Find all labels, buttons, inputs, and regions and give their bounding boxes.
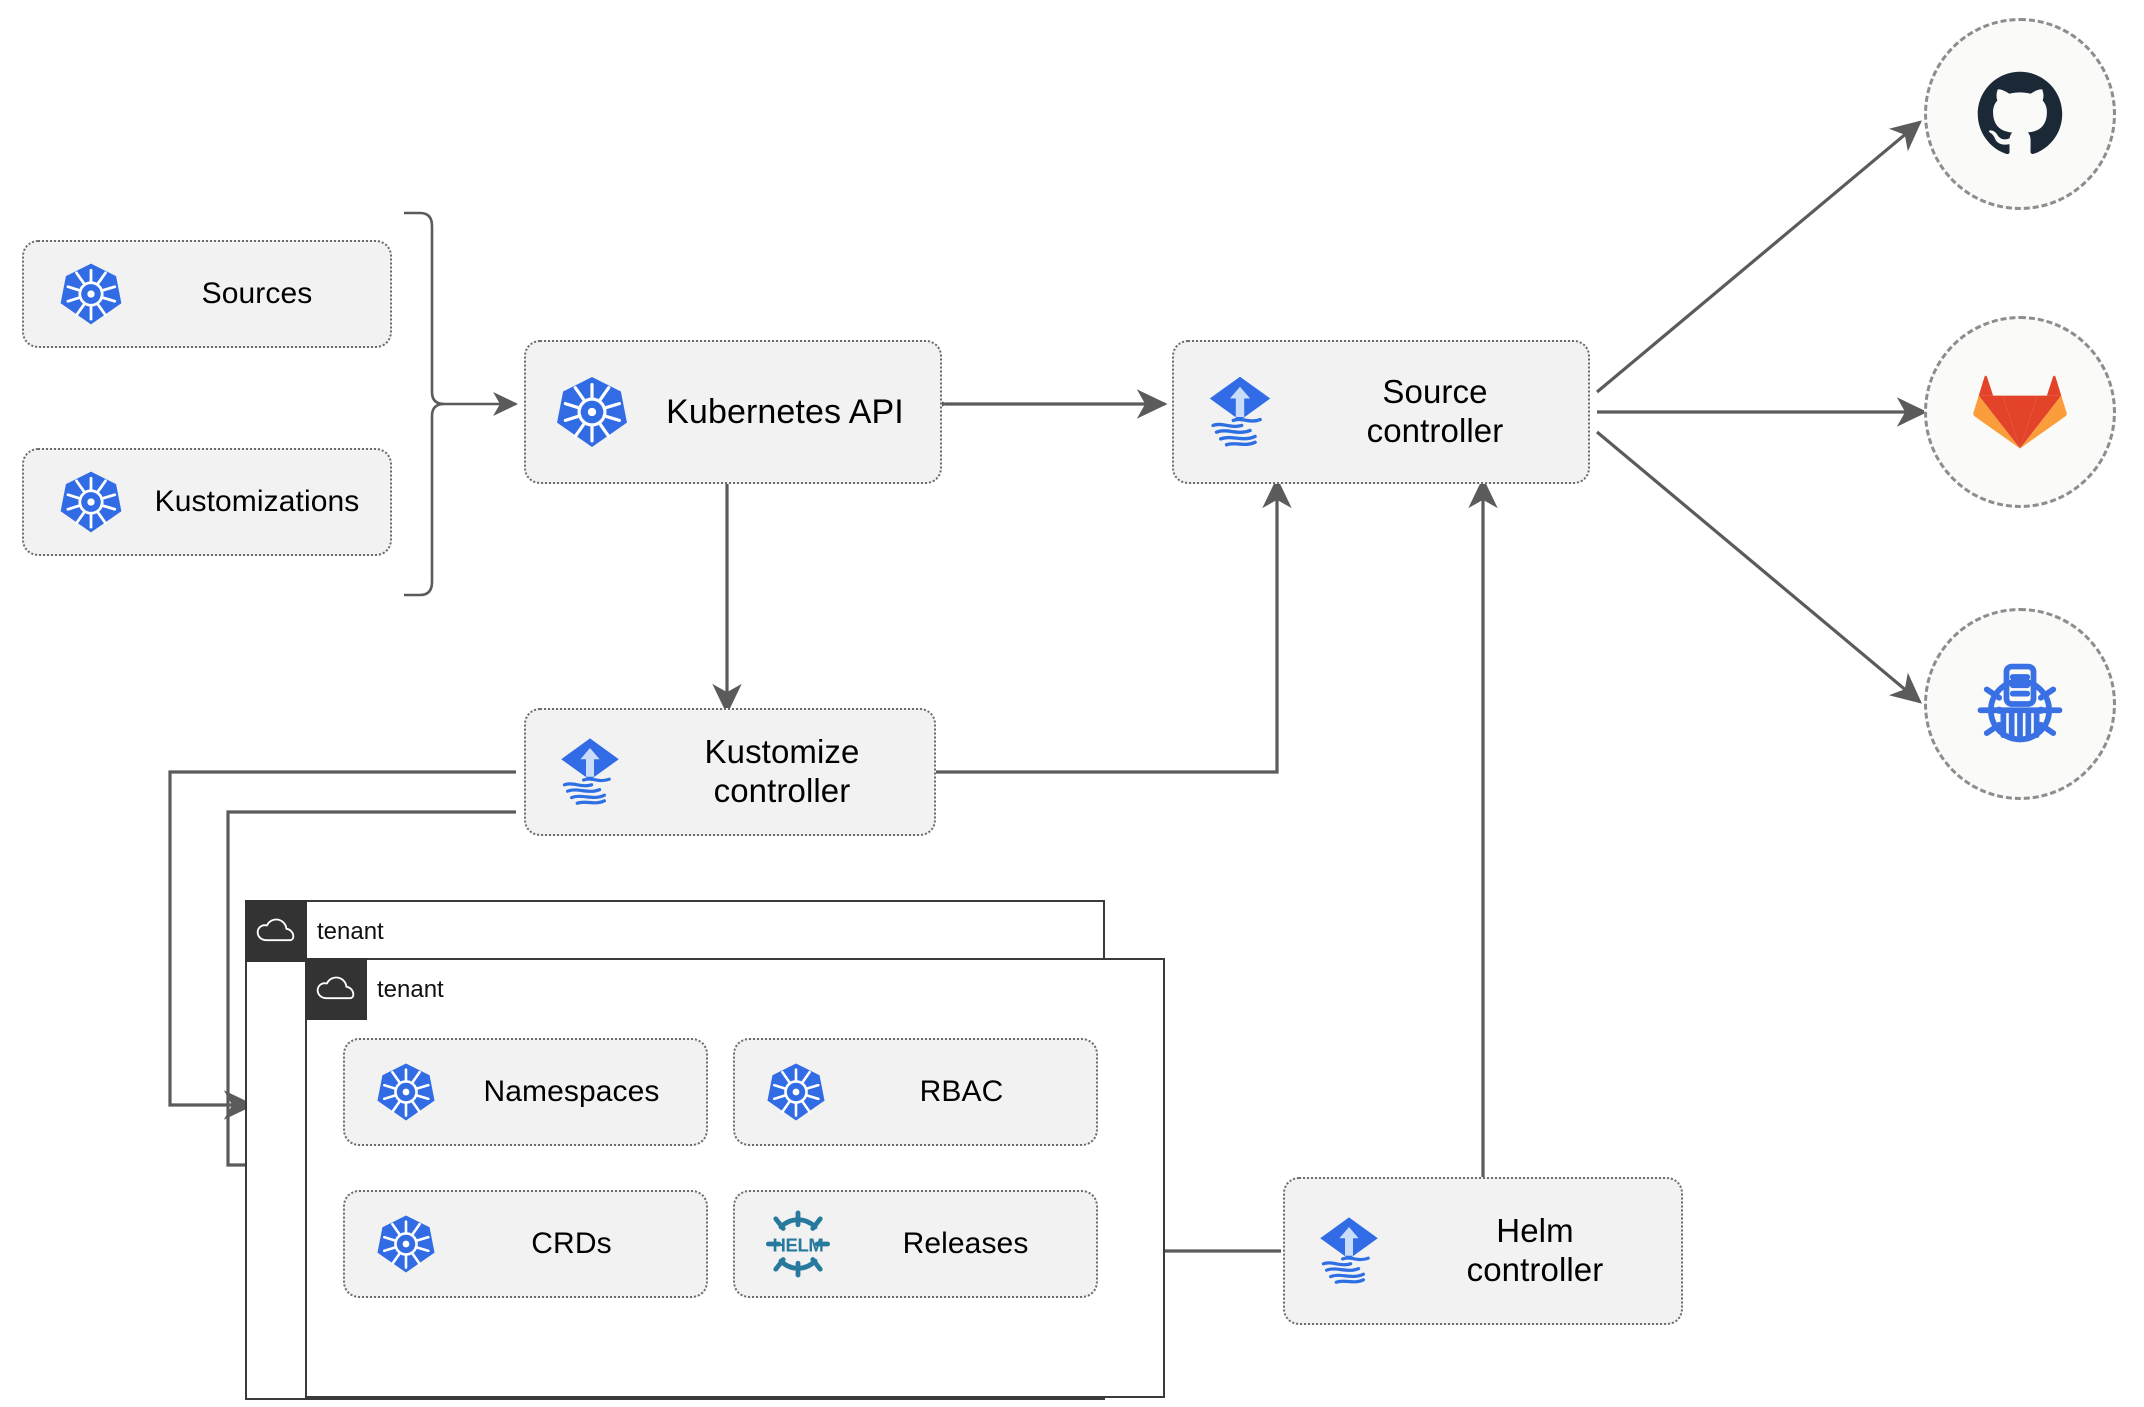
kubernetes-icon	[765, 1061, 827, 1123]
kubernetes-icon	[58, 469, 124, 535]
tenant-container-2[interactable]: tenant	[304, 957, 1165, 1398]
node-kustomize-controller[interactable]: Kustomize controller	[524, 708, 936, 836]
node-namespaces[interactable]: Namespaces	[343, 1038, 708, 1146]
node-label: Kustomizations	[154, 485, 360, 519]
kubernetes-icon	[375, 1213, 437, 1275]
provider-github[interactable]	[1924, 18, 2116, 210]
helm-icon: HELM	[761, 1207, 835, 1281]
flux-icon	[1309, 1211, 1389, 1291]
node-label: CRDs	[531, 1227, 612, 1261]
kubernetes-icon	[58, 261, 124, 327]
cloud-icon	[244, 899, 307, 962]
node-label: Namespaces	[483, 1075, 660, 1109]
provider-gitlab[interactable]	[1924, 316, 2116, 508]
node-label: Source controller	[1366, 373, 1504, 449]
helm-repository-icon	[1977, 663, 2063, 743]
cloud-icon	[304, 957, 367, 1020]
github-icon	[1977, 71, 2063, 155]
tenant-label: tenant	[377, 976, 444, 1003]
node-sources[interactable]: Sources	[22, 240, 392, 348]
node-label: Sources	[201, 277, 313, 311]
tenant-label: tenant	[317, 918, 384, 945]
node-source-controller[interactable]: Source controller	[1172, 340, 1590, 484]
gitlab-icon	[1973, 375, 2067, 449]
provider-helm-repository[interactable]	[1924, 608, 2116, 800]
kubernetes-icon	[375, 1061, 437, 1123]
node-label: RBAC	[919, 1075, 1004, 1109]
node-label: Kustomize controller	[704, 733, 860, 809]
node-kustomizations[interactable]: Kustomizations	[22, 448, 392, 556]
svg-text:HELM: HELM	[773, 1234, 824, 1255]
kubernetes-icon	[554, 374, 630, 450]
node-kubernetes-api[interactable]: Kubernetes API	[524, 340, 942, 484]
node-helm-controller[interactable]: Helm controller	[1283, 1177, 1683, 1325]
node-crds[interactable]: CRDs	[343, 1190, 708, 1298]
node-releases[interactable]: HELM Releases	[733, 1190, 1098, 1298]
flux-icon	[550, 732, 630, 812]
node-rbac[interactable]: RBAC	[733, 1038, 1098, 1146]
flux-icon	[1198, 370, 1282, 454]
node-label: Helm controller	[1466, 1212, 1604, 1288]
node-label: Releases	[902, 1227, 1029, 1261]
node-label: Kubernetes API	[666, 392, 904, 431]
